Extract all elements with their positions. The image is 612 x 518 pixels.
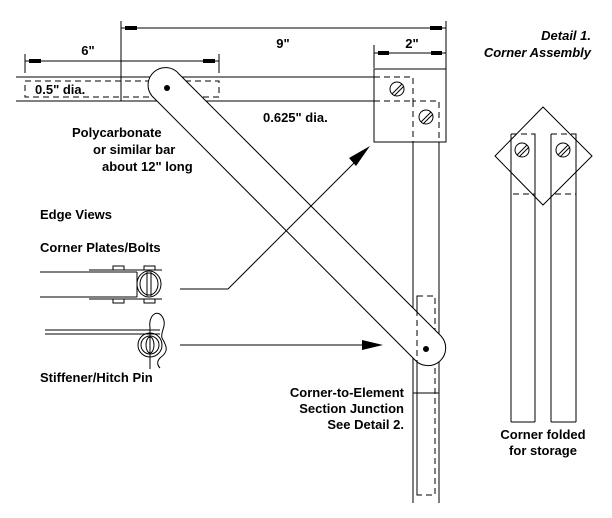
bar-label-line2: or similar bar: [93, 142, 175, 157]
dimension-2in: 2": [373, 36, 446, 68]
folded-label-line2: for storage: [509, 443, 577, 458]
junction-label-line3: See Detail 2.: [327, 417, 404, 432]
arrowhead-icon: [431, 51, 442, 55]
edge-views-heading: Edge Views: [40, 207, 112, 222]
folded-corner-view: [494, 106, 593, 423]
title-line2: Corner Assembly: [484, 45, 592, 60]
pivot-hole-icon: [164, 85, 170, 91]
stiffener-bar: [147, 67, 447, 367]
corner-plates-label: Corner Plates/Bolts: [40, 240, 161, 255]
corner-plate-rotated: [494, 106, 593, 206]
tube-diameter-label: 0.625" dia.: [263, 110, 328, 125]
dimension-6in: 6": [24, 43, 220, 73]
junction-label-line1: Corner-to-Element: [290, 385, 405, 400]
bolt-icon: [514, 142, 530, 158]
bolt-icon: [555, 142, 571, 158]
pivot-hole-icon: [423, 346, 429, 352]
arrowhead-icon: [203, 59, 215, 63]
dimension-label-2in: 2": [405, 36, 418, 51]
arrowhead-icon: [29, 59, 41, 63]
inner-rod-dashed: [24, 80, 220, 98]
stiffener-label: Stiffener/Hitch Pin: [40, 370, 153, 385]
dimension-label-9in: 9": [276, 36, 289, 51]
corner-plate: [373, 68, 447, 143]
bolt-icon: [418, 109, 434, 125]
arrowhead-icon: [378, 51, 389, 55]
dimension-label-6in: 6": [81, 43, 94, 58]
bar-label-line3: about 12" long: [102, 159, 193, 174]
title-line1: Detail 1.: [541, 28, 591, 43]
arrowhead-icon: [349, 146, 370, 166]
rod-diameter-label: 0.5" dia.: [35, 82, 85, 97]
arrowhead-icon: [430, 26, 442, 30]
arrowhead-icon: [125, 26, 137, 30]
edge-view-hitch-pin: [45, 312, 383, 369]
junction-label-line2: Section Junction: [299, 401, 404, 416]
arrowhead-icon: [362, 340, 383, 350]
bolt-icon: [389, 81, 405, 97]
edge-view-corner-plates: [40, 146, 370, 304]
bar-label-line1: Polycarbonate: [72, 125, 162, 140]
folded-label-line1: Corner folded: [500, 427, 585, 442]
